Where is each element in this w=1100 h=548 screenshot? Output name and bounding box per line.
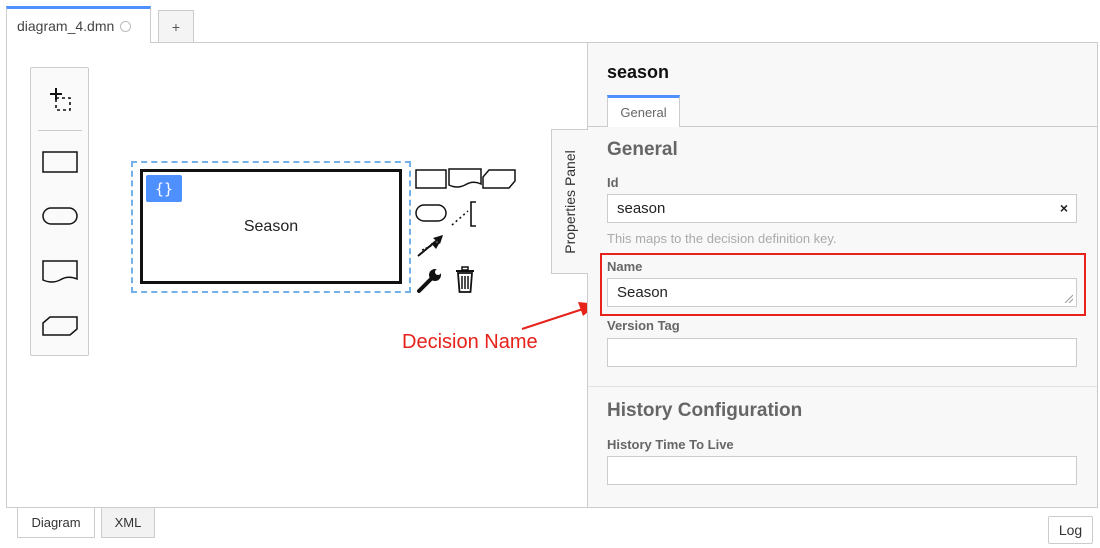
decision-table-badge-icon[interactable]: {} <box>146 175 182 202</box>
input-data-icon[interactable] <box>31 198 88 234</box>
append-input-data-icon[interactable] <box>415 204 447 227</box>
unsaved-indicator-icon[interactable] <box>120 20 132 32</box>
id-input[interactable]: season × <box>607 194 1077 223</box>
file-tab-label: diagram_4.dmn <box>17 18 115 34</box>
version-tag-label: Version Tag <box>607 318 680 333</box>
tool-palette <box>30 67 89 356</box>
tab-diagram[interactable]: Diagram <box>17 508 95 538</box>
group-history-title: History Configuration <box>607 400 803 421</box>
business-knowledge-model-icon[interactable] <box>31 308 88 344</box>
append-decision-icon[interactable] <box>415 169 447 194</box>
tab-general[interactable]: General <box>607 95 680 127</box>
append-knowledge-source-icon[interactable] <box>448 168 482 195</box>
properties-panel-toggle-label: Properties Panel <box>562 149 579 254</box>
lasso-tool-icon[interactable] <box>31 82 88 118</box>
add-tab-button[interactable]: + <box>158 10 194 43</box>
group-separator <box>588 386 1097 387</box>
history-ttl-input[interactable] <box>607 456 1077 485</box>
name-field-highlight <box>600 253 1086 316</box>
id-input-value: season <box>617 200 666 217</box>
name-label: Name <box>607 259 643 274</box>
history-ttl-label: History Time To Live <box>607 437 734 452</box>
decision-shape[interactable]: Season <box>140 169 402 284</box>
log-button[interactable]: Log <box>1048 516 1093 544</box>
annotation-label: Decision Name <box>402 331 538 353</box>
group-general-title: General <box>607 139 678 160</box>
resize-grip-icon[interactable] <box>1064 294 1073 303</box>
tab-xml[interactable]: XML <box>101 508 155 538</box>
panel-tab-divider <box>587 126 1098 127</box>
change-type-wrench-icon[interactable] <box>416 266 444 299</box>
append-business-knowledge-model-icon[interactable] <box>482 169 516 194</box>
connect-tool-icon[interactable] <box>416 232 446 263</box>
delete-trash-icon[interactable] <box>452 265 478 300</box>
clear-id-icon[interactable]: × <box>1059 200 1068 216</box>
decision-label: Season <box>243 217 299 235</box>
decision-icon[interactable] <box>31 144 88 180</box>
properties-panel-toggle[interactable]: Properties Panel <box>551 129 588 274</box>
name-textarea-value: Season <box>617 284 668 301</box>
version-tag-input[interactable] <box>607 338 1077 367</box>
file-tab[interactable]: diagram_4.dmn <box>6 6 151 43</box>
editor-tab-bar: diagram_4.dmn + <box>0 0 1100 43</box>
palette-separator <box>38 130 82 131</box>
id-hint: This maps to the decision definition key… <box>607 231 837 246</box>
id-label: Id <box>607 175 619 190</box>
decision-selection-outline <box>131 161 411 293</box>
panel-title: season <box>607 62 670 82</box>
name-textarea[interactable]: Season <box>607 278 1077 307</box>
knowledge-source-icon[interactable] <box>31 254 88 290</box>
append-text-annotation-icon[interactable] <box>450 200 480 233</box>
